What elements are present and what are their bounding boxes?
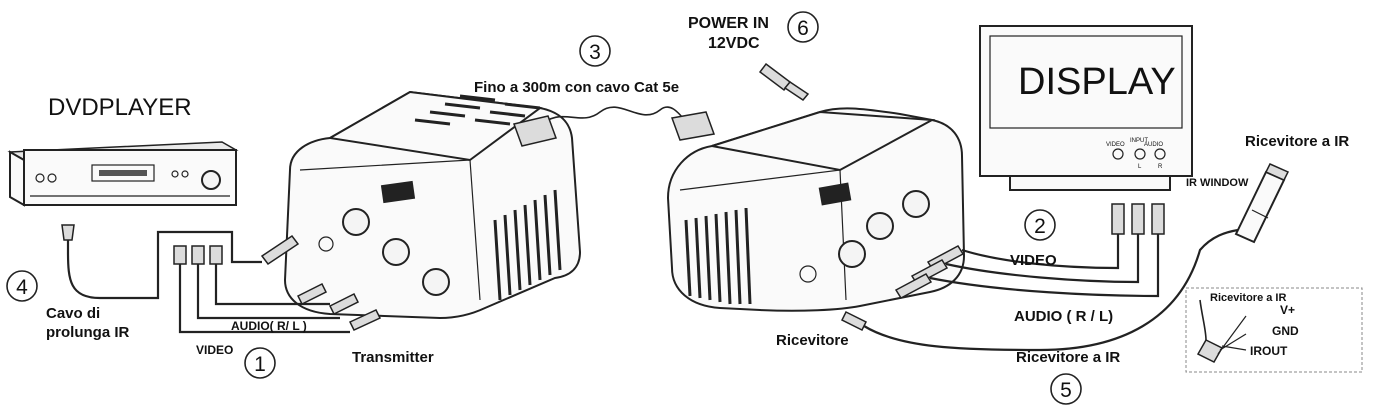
- receiver-output-cables: [840, 203, 1239, 352]
- transmitter-rca-plugs: [173, 234, 382, 334]
- power-voltage-label: 12VDC: [708, 35, 760, 52]
- transmitter-label: Transmitter: [352, 349, 434, 366]
- dc-plug-icon: [758, 62, 810, 101]
- step-5-number: 5: [1060, 379, 1072, 402]
- display-r-label: R: [1158, 164, 1163, 170]
- step-6: 6: [787, 11, 819, 43]
- transmitter-box-icon: [283, 90, 582, 320]
- cable-note-label: Fino a 300m con cavo Cat 5e: [474, 79, 679, 96]
- transmitter-top-vents: [414, 94, 541, 126]
- ir-extension-cable: [61, 224, 262, 300]
- display-input-label: INPUT: [1130, 138, 1148, 144]
- cat5e-cable: [513, 106, 716, 147]
- step-1-number: 1: [254, 353, 266, 376]
- step-6-number: 6: [797, 17, 809, 40]
- ir-sensor-icon: [1234, 163, 1290, 244]
- step-1: 1: [244, 347, 276, 379]
- receiver-label: Ricevitore: [776, 332, 849, 349]
- dvd-player-label: DVDPLAYER: [48, 94, 192, 121]
- step-3: 3: [579, 35, 611, 67]
- ir-extension-label-line1: Cavo di: [46, 305, 100, 322]
- transmitter-side-vents: [493, 189, 562, 301]
- dvd-player-icon: [7, 141, 239, 207]
- step-2-number: 2: [1034, 215, 1046, 238]
- ir-receiver-top-label: Ricevitore a IR: [1245, 133, 1349, 150]
- pin-gnd-label: GND: [1272, 324, 1299, 338]
- step-4: 4: [6, 270, 38, 302]
- video-left-label: VIDEO: [196, 343, 233, 357]
- ir-window-label: IR WINDOW: [1186, 177, 1249, 189]
- monitor-icon: [979, 25, 1193, 191]
- step-4-number: 4: [16, 276, 28, 299]
- audio-right-label: AUDIO ( R / L): [1014, 308, 1113, 325]
- rj45-connector-icon: [513, 111, 716, 147]
- display-label: DISPLAY: [1018, 61, 1176, 103]
- display-l-label: L: [1138, 164, 1142, 170]
- receiver-side-vents: [684, 207, 752, 305]
- audio-left-label: AUDIO( R/ L ): [231, 319, 307, 333]
- pinout-title-label: Ricevitore a IR: [1210, 292, 1286, 304]
- ir-receiver-bottom-label: Ricevitore a IR: [1016, 349, 1120, 366]
- pin-irout-label: IROUT: [1250, 344, 1288, 358]
- power-in-label: POWER IN: [688, 15, 769, 32]
- ir-pinout-box: [1185, 287, 1363, 373]
- display-audio-label: AUDIO: [1144, 142, 1163, 148]
- receiver-box-icon: [666, 107, 966, 312]
- video-right-label: VIDEO: [1010, 252, 1057, 269]
- display-video-label: VIDEO: [1106, 142, 1125, 148]
- step-3-number: 3: [589, 41, 601, 64]
- ir-extension-label-line2: prolunga IR: [46, 324, 129, 341]
- step-5: 5: [1050, 373, 1082, 405]
- step-2: 2: [1024, 209, 1056, 241]
- pin-vplus-label: V+: [1280, 303, 1295, 317]
